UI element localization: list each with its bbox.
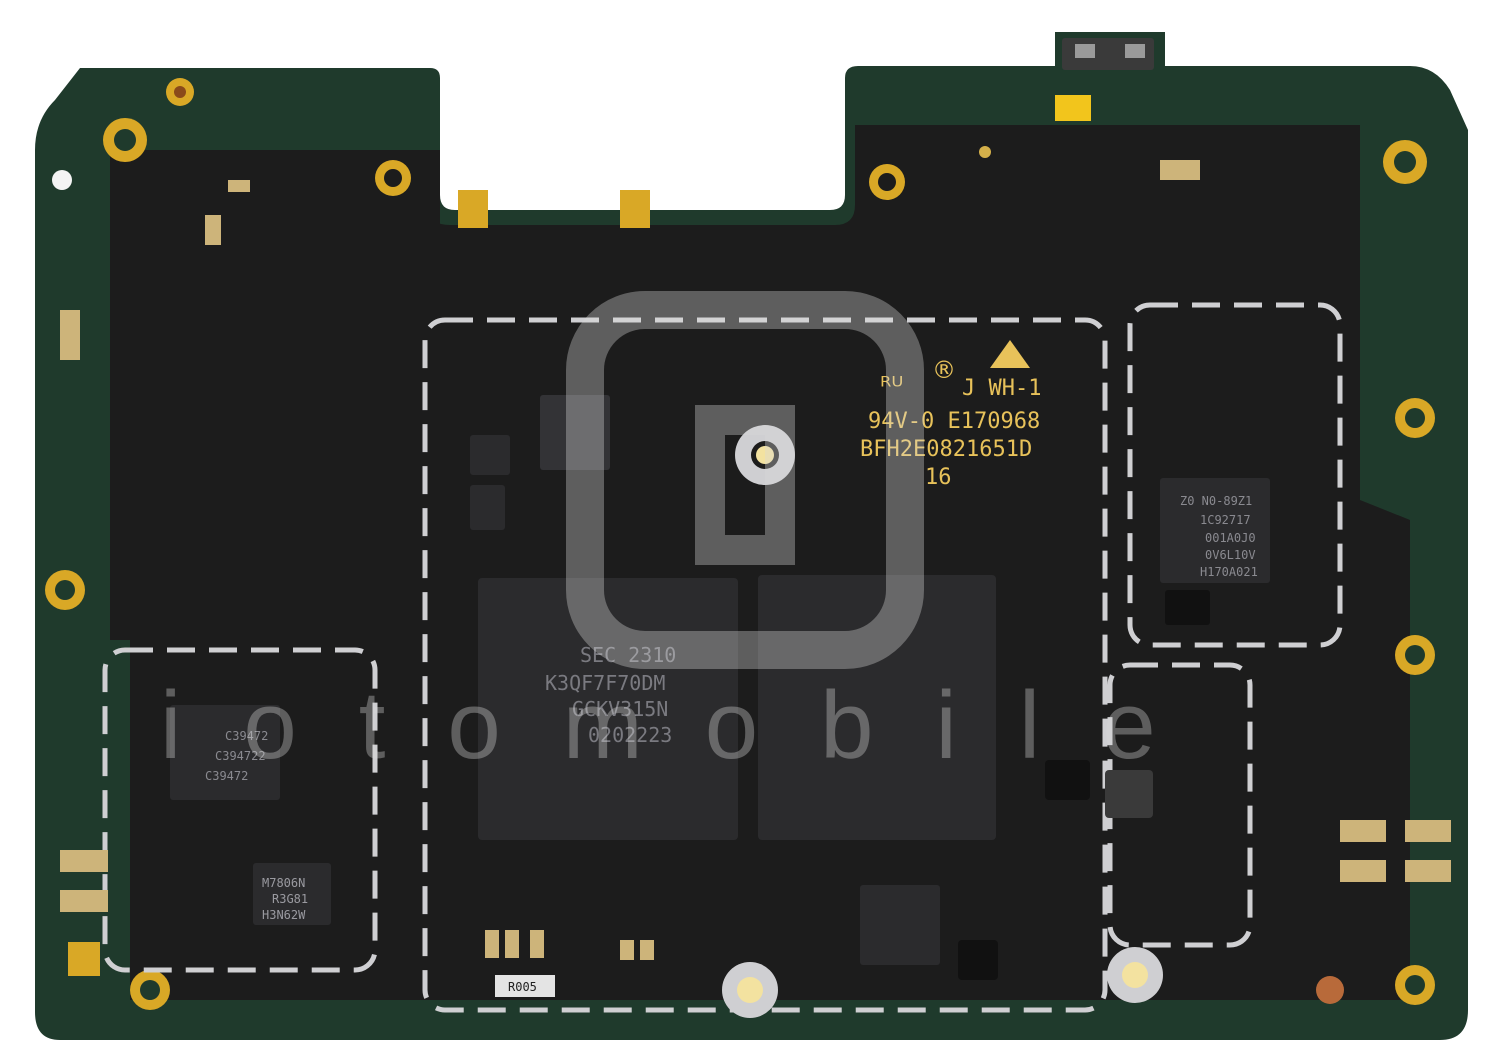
top-connector-pad (1075, 44, 1095, 58)
spring-contact (620, 190, 650, 228)
marking-line1: J WH-1 (962, 376, 1041, 401)
memory-line3: GCKV315N (572, 697, 668, 721)
inductor (1105, 770, 1153, 818)
right-ic-line2: 1C92717 (1200, 513, 1251, 527)
resistor-label: R005 (508, 980, 537, 994)
yellow-component (1055, 95, 1091, 121)
right-ic-line5: H170A021 (1200, 565, 1258, 579)
watermark-text: iotomobile (160, 672, 1218, 779)
memory-line2: K3QF7F70DM (545, 671, 665, 695)
small-ic-side (470, 485, 505, 530)
marking-line4: 16 (925, 465, 952, 490)
memory-line4: 0202223 (588, 723, 672, 747)
small-qfn-chip (860, 885, 940, 965)
dark-component (1165, 590, 1210, 625)
reg-symbol: ® (932, 356, 956, 384)
resistor (495, 975, 555, 997)
left-ic-line3: C39472 (205, 769, 248, 783)
left-ic-line2: C394722 (215, 749, 266, 763)
marking-line3: BFH2E0821651D (860, 437, 1032, 462)
bottom-left-ic-text: M7806N R3G81 H3N62W (262, 876, 308, 922)
bottom-left-ic-line1: M7806N (262, 876, 305, 890)
right-ic-line4: 0V6L10V (1205, 548, 1256, 562)
memory-chip (478, 578, 738, 840)
dark-component (958, 940, 998, 980)
bottom-left-ic-line2: R3G81 (272, 892, 308, 906)
right-ic-line1: Z0 N0-89Z1 (1180, 494, 1252, 508)
bottom-left-ic-line3: H3N62W (262, 908, 306, 922)
gold-pad (68, 942, 100, 976)
warning-triangle-icon (990, 340, 1030, 368)
memory-chip-text: SEC 2310 K3QF7F70DM GCKV315N 0202223 (545, 643, 676, 747)
spring-contact (458, 190, 488, 228)
right-ic-text: Z0 N0-89Z1 1C92717 001A0J0 0V6L10V H170A… (1180, 494, 1258, 579)
passive-components (60, 160, 1451, 960)
small-ic-top (470, 435, 510, 475)
top-connector-pad (1125, 44, 1145, 58)
ifixit-style-logo-icon (566, 291, 924, 669)
bga-small (540, 395, 610, 470)
hole (979, 146, 991, 158)
soc-chip (758, 575, 996, 840)
mounting-pads (45, 78, 1435, 1010)
shield-frame-center (422, 317, 1108, 1013)
watermark: iotomobile (160, 291, 1218, 779)
left-ic-line1: C39472 (225, 729, 268, 743)
right-ic-chip (1160, 478, 1270, 583)
left-ic-text: C39472 C394722 C39472 (205, 729, 268, 783)
bronze-pad (1316, 976, 1344, 1004)
left-ic-chip (170, 705, 280, 800)
solder-mask-left (110, 150, 440, 630)
ul-logo: ᴿᵁ (880, 372, 903, 402)
bottom-left-ic-chip (253, 863, 331, 925)
shield-frame-right (1127, 302, 1343, 648)
right-ic-line3: 001A0J0 (1205, 531, 1256, 545)
dark-component (1045, 760, 1090, 800)
shield-frame-left (102, 647, 378, 973)
memory-line1: SEC 2310 (580, 643, 676, 667)
hole (52, 170, 72, 190)
board-marking: ᴿᵁ ® J WH-1 94V-0 E170968 BFH2E0821651D … (860, 340, 1041, 490)
marking-line2: 94V-0 E170968 (868, 409, 1040, 434)
